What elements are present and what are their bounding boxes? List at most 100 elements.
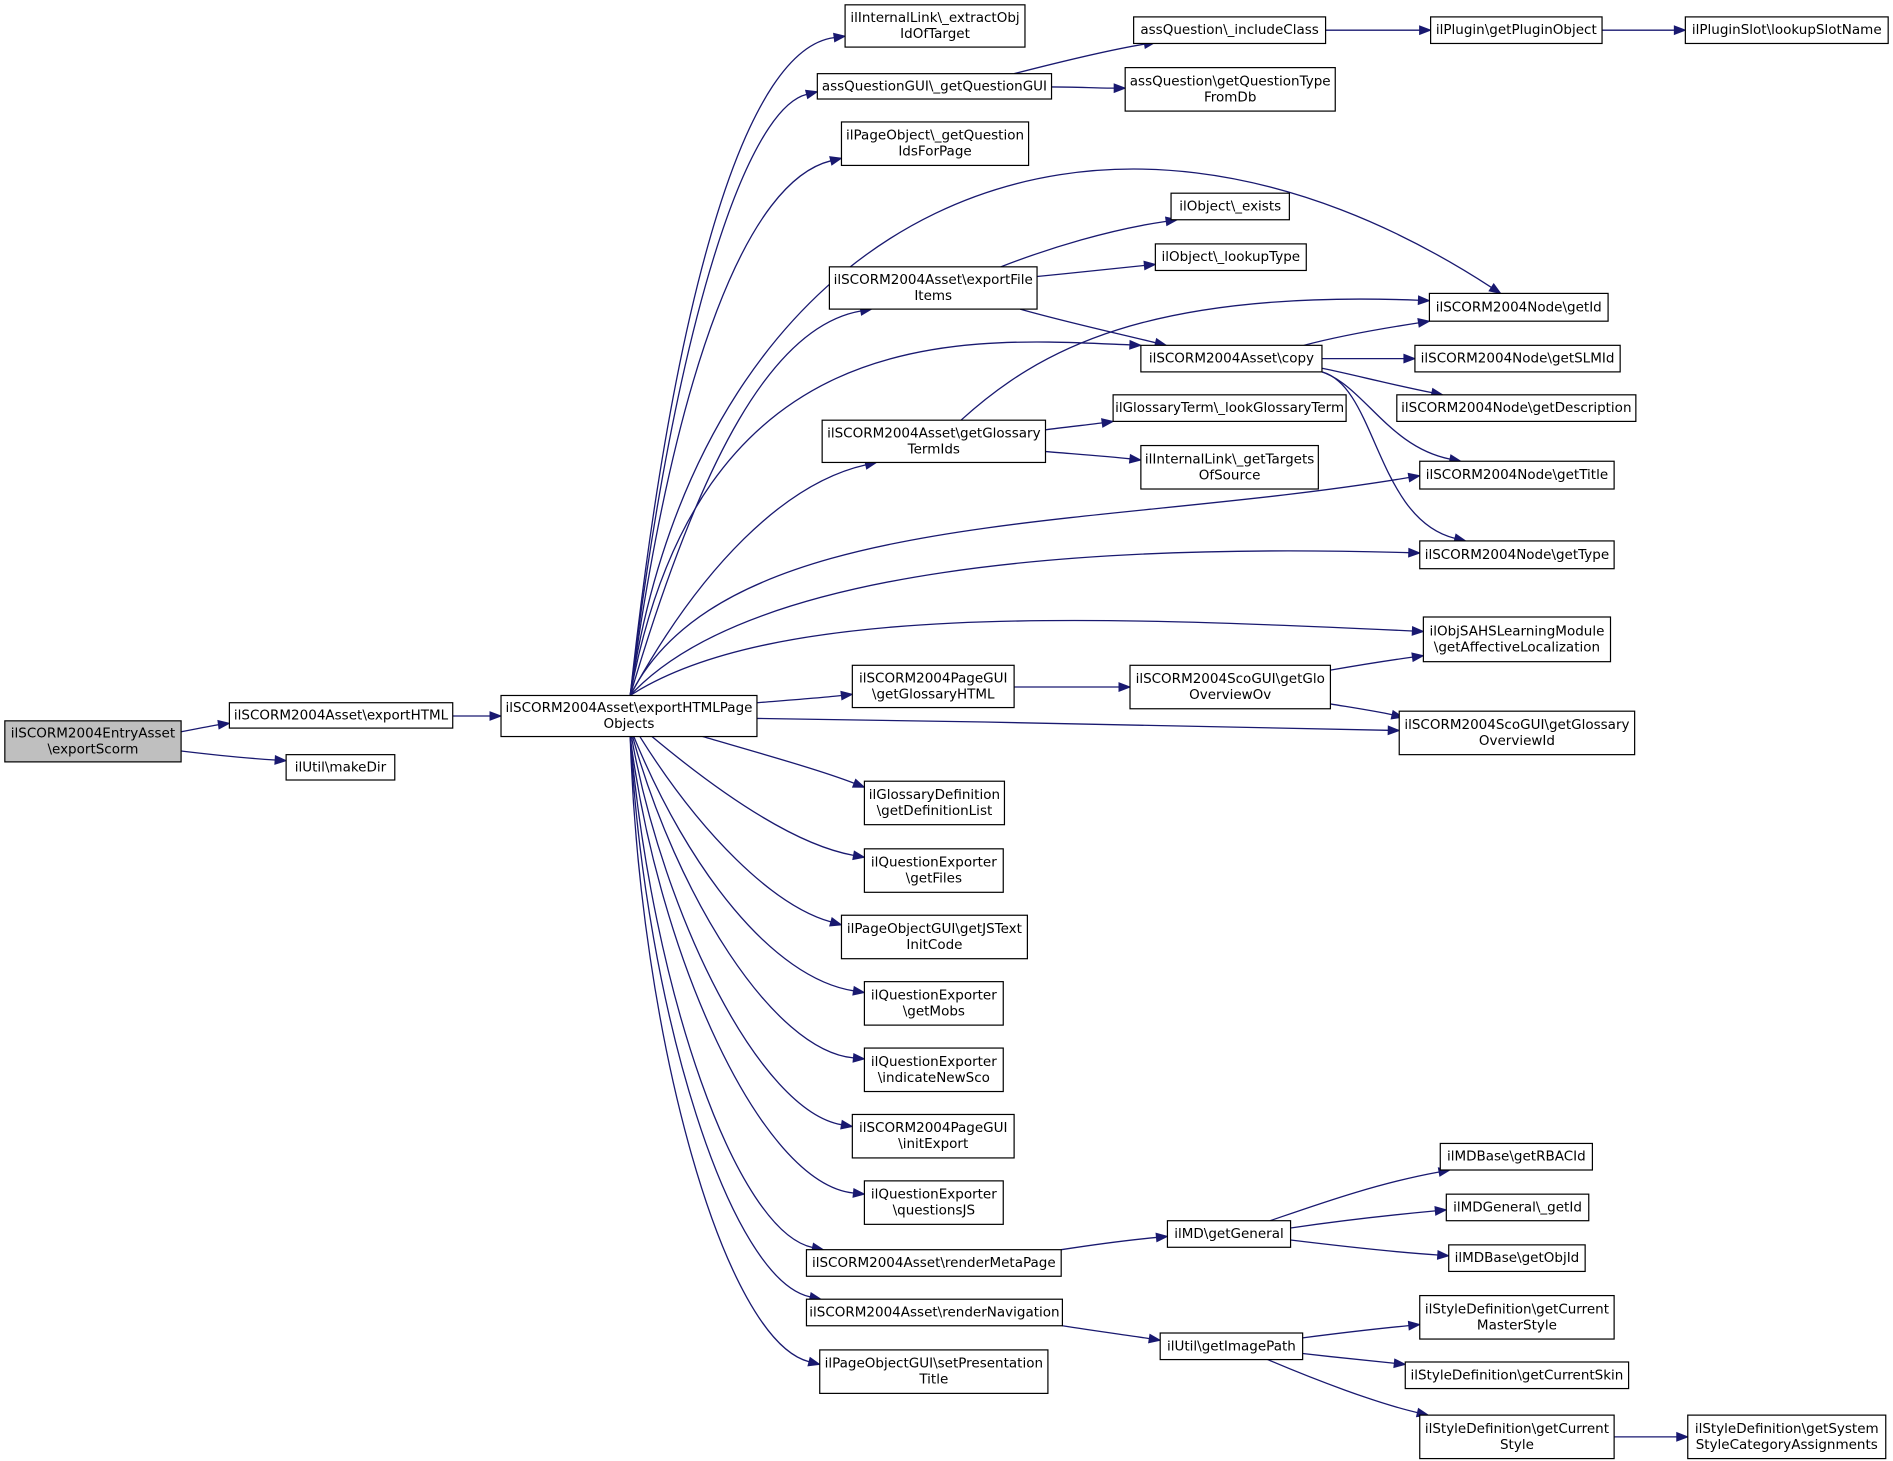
node-indicate-new-sco[interactable]: ilQuestionExporter\indicateNewSco — [863, 1047, 1004, 1093]
node-get-mobs[interactable]: ilQuestionExporter\getMobs — [863, 981, 1004, 1026]
node-box — [840, 121, 1030, 167]
node-box — [1439, 1142, 1593, 1171]
node-label: ilPluginSlot\lookupSlotName — [1692, 22, 1882, 38]
node-label: ilMDGeneral\_getId — [1453, 1199, 1582, 1215]
node-render-navigation[interactable]: ilSCORM2004Asset\renderNavigation — [805, 1298, 1063, 1327]
node-questions-js[interactable]: ilQuestionExporter\questionsJS — [863, 1180, 1004, 1225]
node-box — [828, 266, 1038, 310]
node-get-glossary-html[interactable]: ilSCORM2004PageGUI\getGlossaryHTML — [851, 664, 1015, 709]
node-box — [851, 1113, 1015, 1159]
node-box — [1159, 1332, 1304, 1361]
node-label: ilSCORM2004EntryAsset — [11, 725, 175, 741]
edge-export-htmlpage-objects-to-get-glossary-overview-id — [756, 717, 1401, 736]
edge-copy-to-get-slmid — [1321, 353, 1417, 364]
edge-export-htmlpage-objects-to-get-title — [629, 472, 1422, 696]
node-md-general-get-id[interactable]: ilMDGeneral\_getId — [1445, 1193, 1590, 1222]
node-label: Items — [914, 288, 952, 304]
edge-export-htmlpage-objects-to-node-get-id — [629, 168, 1502, 696]
node-copy[interactable]: ilSCORM2004Asset\copy — [1140, 344, 1323, 373]
arrowhead-icon — [807, 1356, 822, 1367]
node-get-affective-localization[interactable]: ilObjSAHSLearningModule\getAffectiveLoca… — [1422, 616, 1612, 663]
arrowhead-icon — [1128, 453, 1143, 464]
node-get-definition-list[interactable]: ilGlossaryDefinition\getDefinitionList — [863, 780, 1006, 826]
edge-line — [1000, 220, 1167, 268]
edge-line — [629, 160, 831, 696]
edge-export-htmlpage-objects-to-render-meta-page — [629, 736, 825, 1253]
edge-line — [702, 735, 855, 784]
node-box — [500, 694, 758, 738]
node-box — [844, 4, 1026, 48]
arrowhead-icon — [1411, 652, 1425, 663]
node-export-html[interactable]: ilSCORM2004Asset\exportHTML — [228, 702, 454, 729]
node-make-dir[interactable]: ilUtil\makeDir — [285, 754, 396, 781]
edge-copy-to-node-get-id — [1303, 318, 1431, 346]
node-label: ilObject\_lookupType — [1162, 249, 1301, 265]
arrowhead-icon — [851, 778, 866, 788]
node-exists[interactable]: ilObject\_exists — [1170, 192, 1290, 221]
edge-get-image-path-to-get-current-master-style — [1302, 1320, 1422, 1339]
edge-line — [1036, 264, 1145, 278]
node-get-type[interactable]: ilSCORM2004Node\getType — [1419, 540, 1615, 570]
edge-line — [756, 717, 1389, 731]
node-get-question-gui[interactable]: assQuestionGUI\_getQuestionGUI — [816, 73, 1053, 100]
arrowhead-icon — [833, 32, 847, 43]
node-label: ilMDBase\getObjId — [1455, 1250, 1580, 1266]
node-get-system-style-category-assignments[interactable]: ilStyleDefinition\getSystemStyleCategory… — [1687, 1414, 1887, 1460]
node-get-title[interactable]: ilSCORM2004Node\getTitle — [1419, 460, 1615, 490]
node-box — [1684, 16, 1889, 45]
edge-root-to-make-dir — [181, 750, 288, 765]
node-lookup-slot-name[interactable]: ilPluginSlot\lookupSlotName — [1684, 16, 1889, 45]
node-box — [1133, 16, 1327, 45]
node-label: ilMDBase\getRBACId — [1447, 1149, 1586, 1165]
arrowhead-icon — [1417, 318, 1431, 328]
node-box — [1129, 664, 1332, 710]
node-look-glossary-term[interactable]: ilGlossaryTerm\_lookGlossaryTerm — [1112, 394, 1347, 422]
node-label: OverviewId — [1479, 733, 1555, 749]
node-label: ilStyleDefinition\getCurrentSkin — [1410, 1367, 1623, 1383]
node-get-description[interactable]: ilSCORM2004Node\getDescription — [1396, 394, 1637, 422]
arrowhead-icon — [1403, 353, 1417, 364]
edge-line — [629, 619, 1413, 697]
node-box — [805, 1298, 1063, 1327]
arrowhead-icon — [1393, 1358, 1407, 1369]
node-render-meta-page[interactable]: ilSCORM2004Asset\renderMetaPage — [805, 1249, 1062, 1277]
node-get-current-skin[interactable]: ilStyleDefinition\getCurrentSkin — [1404, 1361, 1630, 1390]
node-get-plugin-object[interactable]: ilPlugin\getPluginObject — [1430, 16, 1603, 45]
node-get-slmid[interactable]: ilSCORM2004Node\getSLMId — [1414, 344, 1621, 373]
node-box — [285, 754, 396, 781]
arrowhead-icon — [1488, 283, 1502, 295]
node-get-rbacid[interactable]: ilMDBase\getRBACId — [1439, 1142, 1593, 1171]
edge-get-glo-overview-ov-to-get-affective-localization — [1330, 652, 1425, 671]
edge-export-htmlpage-objects-to-get-definition-list — [702, 735, 866, 788]
node-label: ilSCORM2004Asset\copy — [1149, 351, 1314, 367]
node-include-class[interactable]: assQuestion\_includeClass — [1133, 16, 1327, 45]
node-lookup-type[interactable]: ilObject\_lookupType — [1154, 243, 1307, 272]
edge-line — [629, 736, 813, 1249]
node-root[interactable]: ilSCORM2004EntryAsset\exportScorm — [4, 720, 182, 763]
node-box — [805, 1249, 1062, 1277]
node-get-image-path[interactable]: ilUtil\getImagePath — [1159, 1332, 1304, 1361]
node-label: ilSCORM2004ScoGUI\getGlossary — [1404, 717, 1629, 733]
node-label: ilSCORM2004PageGUI — [859, 670, 1008, 686]
edge-line — [629, 168, 1492, 696]
node-node-get-id[interactable]: ilSCORM2004Node\getId — [1428, 292, 1609, 322]
edge-line — [1302, 1324, 1409, 1339]
node-get-general[interactable]: ilMD\getGeneral — [1166, 1220, 1292, 1248]
node-label: ilSCORM2004Node\getSLMId — [1421, 351, 1615, 367]
node-get-files[interactable]: ilQuestionExporter\getFiles — [863, 848, 1004, 893]
node-init-export[interactable]: ilSCORM2004PageGUI\initExport — [851, 1113, 1015, 1159]
node-get-obj-id[interactable]: ilMDBase\getObjId — [1448, 1244, 1586, 1273]
